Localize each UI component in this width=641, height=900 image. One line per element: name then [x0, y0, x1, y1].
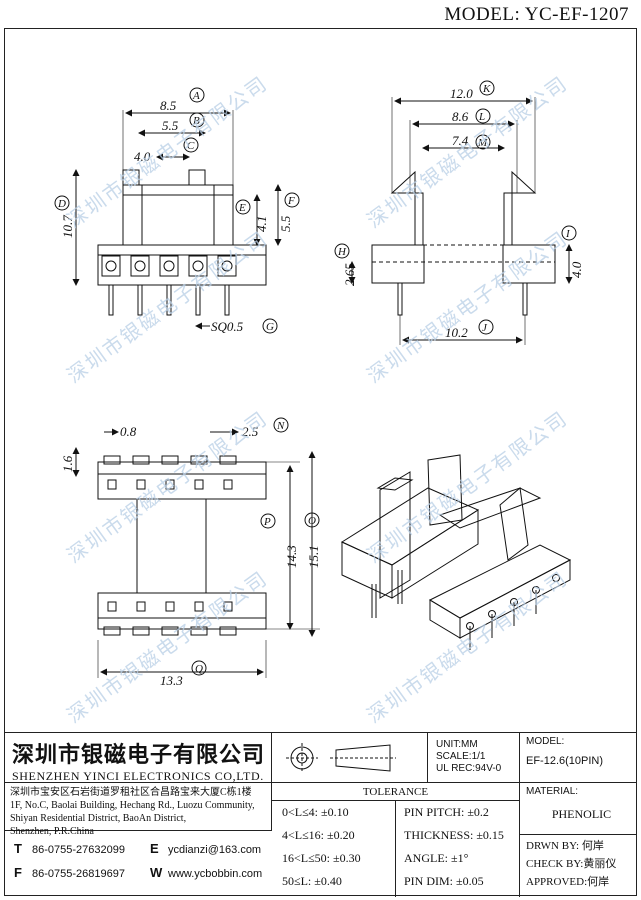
callout-b: B — [193, 115, 200, 127]
callout-q: Q — [195, 663, 203, 675]
tolerance-row-2: 4<L≤16: ±0.20 — [282, 828, 355, 842]
units-cell: UNIT:MM SCALE:1/1 UL REC:94V-0 — [428, 733, 520, 783]
callout-i: I — [565, 228, 571, 240]
tolerance-row-1: 0<L≤4: ±0.10 — [282, 805, 349, 819]
callouts: A B C D E F G H I J K L M N O P Q — [54, 80, 577, 676]
checked-by: CHECK BY:黄丽仪 — [526, 858, 617, 870]
drawn-by: DRWN BY: 何岸 — [526, 840, 604, 852]
drawing-frame — [4, 28, 637, 896]
unit-text: UNIT:MM — [436, 739, 478, 750]
company-name-en: SHENZHEN YINCI ELECTRONICS CO,LTD. — [12, 769, 264, 783]
isometric-view — [340, 454, 572, 650]
model-label: MODEL: — [526, 736, 565, 747]
dim-n1: 1.6 — [60, 455, 75, 472]
callout-f: F — [287, 195, 295, 207]
front-view: 8.5 5.5 4.0 10.7 4.1 5.5 SQ0.5 — [60, 98, 293, 334]
callout-k: K — [482, 83, 491, 95]
tolerance-dimension-list: 0<L≤4: ±0.10 4<L≤16: ±0.20 16<L≤50: ±0.3… — [272, 801, 396, 897]
fax-key: F — [14, 865, 22, 880]
model-number: MODEL: YC-EF-1207 — [444, 4, 629, 25]
dim-q: 13.3 — [160, 673, 183, 688]
phone-key: T — [14, 841, 22, 856]
model-value: EF-12.6(10PIN) — [526, 755, 604, 767]
model-cell: MODEL: EF-12.6(10PIN) — [520, 733, 637, 783]
callout-e: E — [238, 202, 246, 214]
address-en-3: Shenzhen, P.R.China — [10, 826, 94, 837]
projection-symbol-icon — [286, 743, 396, 773]
dim-b: 5.5 — [162, 118, 179, 133]
dim-h: 2.65 — [342, 263, 357, 286]
callout-a: A — [192, 90, 200, 102]
signoff-cell: DRWN BY: 何岸 CHECK BY:黄丽仪 APPROVED:何岸 — [520, 837, 637, 891]
tolerance-pin-dim: PIN DIM: ±0.05 — [404, 874, 484, 888]
dim-f: 5.5 — [278, 215, 293, 232]
address-en-2: Shiyan Residential District, BaoAn Distr… — [10, 813, 187, 824]
web-key: W — [150, 865, 163, 880]
callout-d: D — [57, 198, 66, 210]
address-cn: 深圳市宝安区石岩街道罗租社区合昌路宝来大厦C栋1楼 — [10, 787, 252, 798]
dim-p: 14.3 — [284, 545, 299, 568]
dim-o: 15.1 — [306, 545, 321, 568]
callout-c: C — [187, 140, 195, 152]
dim-c: 4.0 — [134, 149, 151, 164]
dim-e: 4.1 — [254, 216, 269, 232]
pin-row-front — [101, 255, 237, 316]
tolerance-title: TOLERANCE — [272, 783, 520, 801]
dim-g: SQ0.5 — [211, 319, 244, 334]
dim-m: 7.4 — [452, 133, 469, 148]
dim-n: 2.5 — [242, 424, 259, 439]
tolerance-pin-pitch: PIN PITCH: ±0.2 — [404, 805, 489, 819]
side-view: 12.0 8.6 7.4 2.65 4.0 10.2 — [342, 86, 584, 345]
phone-value: 86-0755-27632099 — [32, 844, 125, 856]
callout-j: J — [482, 322, 488, 334]
title-block: 深圳市银磁电子有限公司 SHENZHEN YINCI ELECTRONICS C… — [4, 732, 637, 897]
email-value: ycdianzi@163.com — [168, 844, 262, 856]
callout-m: M — [477, 137, 488, 149]
tolerance-row-3: 16<L≤50: ±0.30 — [282, 851, 361, 865]
dim-i: 4.0 — [569, 261, 584, 278]
material-value: PHENOLIC — [551, 807, 612, 821]
dim-j: 10.2 — [445, 325, 468, 340]
pin-pads-top — [103, 455, 237, 490]
callout-g: G — [266, 321, 274, 333]
company-name-cn: 深圳市银磁电子有限公司 — [12, 743, 266, 768]
fax-line: F 86-0755-26819697 — [14, 865, 154, 880]
tolerance-feature-list: PIN PITCH: ±0.2 THICKNESS: ±0.15 ANGLE: … — [396, 801, 520, 897]
address-en-1: 1F, No.C, Baolai Building, Hechang Rd., … — [10, 800, 255, 811]
email-key: E — [150, 841, 159, 856]
scale-text: SCALE:1/1 — [436, 751, 486, 762]
fax-value: 86-0755-26819697 — [32, 868, 125, 880]
approved-by: APPROVED:何岸 — [526, 876, 610, 888]
technical-drawing: 8.5 5.5 4.0 10.7 4.1 5.5 SQ0.5 12.0 8.6 … — [54, 80, 584, 688]
callout-l: L — [478, 111, 485, 123]
tolerance-thickness: THICKNESS: ±0.15 — [404, 828, 504, 842]
callout-p: P — [263, 516, 271, 528]
dim-k: 12.0 — [450, 86, 473, 101]
dim-d: 10.7 — [60, 215, 75, 238]
dim-n2: 0.8 — [120, 424, 137, 439]
pin-pads-bottom — [103, 601, 237, 636]
material-cell: MATERIAL: PHENOLIC — [520, 783, 637, 835]
dim-a: 8.5 — [160, 98, 177, 113]
tolerance-row-4: 50≤L: ±0.40 — [282, 874, 342, 888]
company-name-cell: 深圳市银磁电子有限公司 SHENZHEN YINCI ELECTRONICS C… — [4, 733, 272, 783]
callout-h: H — [337, 246, 347, 258]
tolerance-angle: ANGLE: ±1° — [404, 851, 469, 865]
callout-o: O — [308, 515, 316, 527]
ul-rec-text: UL REC:94V-0 — [436, 763, 502, 774]
projection-symbol-cell — [272, 733, 428, 783]
dim-l: 8.6 — [452, 109, 469, 124]
callout-n: N — [276, 420, 285, 432]
bottom-view: 1.6 0.8 2.5 14.3 15.1 13.3 — [60, 424, 321, 688]
material-label: MATERIAL: — [526, 786, 579, 797]
address-cell: 深圳市宝安区石岩街道罗租社区合昌路宝来大厦C栋1楼 1F, No.C, Baol… — [4, 783, 272, 837]
phone-line: T 86-0755-27632099 — [14, 841, 154, 856]
web-value: www.ycbobbin.com — [168, 868, 263, 880]
